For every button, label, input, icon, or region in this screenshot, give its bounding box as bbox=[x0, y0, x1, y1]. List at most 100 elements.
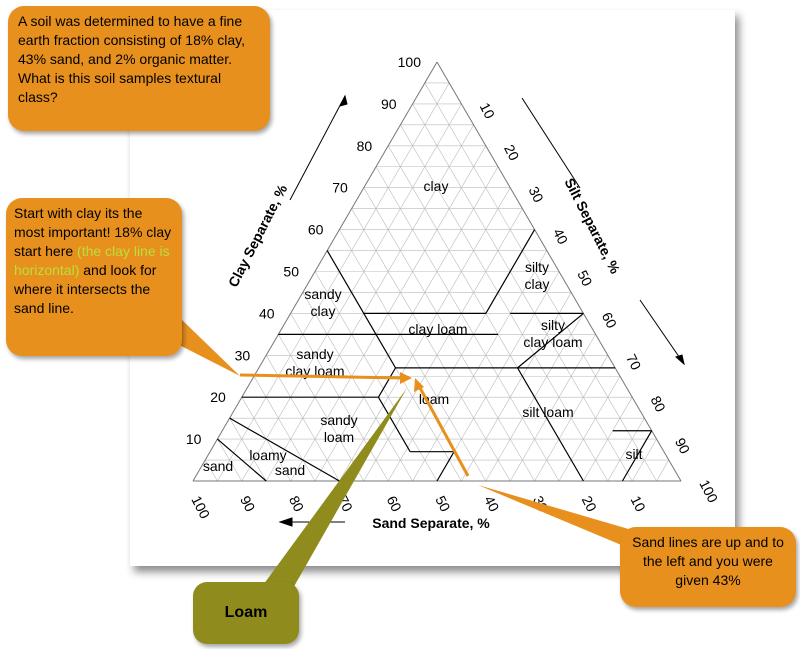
sand-tick-label: 60 bbox=[384, 493, 405, 514]
silt-tick-label: 80 bbox=[648, 393, 669, 414]
sand-arrow-head bbox=[278, 517, 293, 527]
silt-tick-label: 10 bbox=[477, 100, 498, 121]
silt-axis-title: Silt Separate, % bbox=[561, 175, 623, 276]
class-boundary bbox=[363, 313, 397, 369]
class-loamy-sand-line2: sand bbox=[275, 462, 305, 478]
sand-43-arrowhead bbox=[414, 378, 424, 392]
class-loamy-sand-line1: loamy bbox=[249, 447, 286, 463]
grid-line-silt bbox=[509, 334, 596, 482]
grid-line-sand bbox=[278, 334, 365, 482]
axis-arrows bbox=[278, 94, 685, 527]
sand-axis-title: Sand Separate, % bbox=[372, 515, 490, 531]
grid-line-silt bbox=[314, 166, 499, 482]
triangle-edge-left bbox=[192, 61, 438, 482]
clay-tick-label: 60 bbox=[308, 222, 324, 238]
grid-line-sand bbox=[424, 82, 657, 482]
sand-tick-label: 20 bbox=[579, 493, 600, 514]
clay-tick-label: 30 bbox=[235, 347, 251, 363]
sand-bubble-pointer bbox=[478, 485, 638, 552]
silt-tick-label: 70 bbox=[623, 351, 644, 372]
silt-tick-label: 50 bbox=[574, 268, 595, 289]
class-loam: loam bbox=[419, 391, 449, 407]
class-silt: silt bbox=[625, 446, 642, 462]
silt-tick-label: 60 bbox=[599, 309, 620, 330]
sand-43-arrow bbox=[417, 385, 470, 477]
clay-tick-label: 100 bbox=[398, 54, 422, 70]
start-note-text-2: and look for where it intersects the san… bbox=[14, 262, 157, 316]
axis-ticks: 1020304050607080901001020304050607080901… bbox=[186, 54, 721, 521]
clay-axis-title: Clay Separate, % bbox=[225, 181, 291, 289]
class-boundary bbox=[621, 430, 653, 482]
clay-tick-label: 50 bbox=[283, 264, 299, 280]
class-silty-clay-line1: silty bbox=[525, 259, 549, 275]
clay-tick-label: 20 bbox=[210, 389, 226, 405]
sand-tick-label: 100 bbox=[188, 493, 213, 521]
silt-tick-label: 100 bbox=[696, 477, 721, 505]
class-sand: sand bbox=[203, 458, 233, 474]
start-note-text-1: Start with clay its the most important! … bbox=[14, 205, 172, 259]
grid-line-silt bbox=[265, 124, 474, 482]
clay-tick-label: 10 bbox=[186, 431, 202, 447]
silt-arrow-head bbox=[675, 354, 685, 366]
grid-line-sand bbox=[351, 208, 511, 482]
sand-tick-label: 50 bbox=[432, 493, 453, 514]
class-boundary bbox=[229, 417, 340, 482]
class-boundary bbox=[485, 229, 536, 314]
class-boundary bbox=[377, 367, 397, 398]
silt-tick-label: 30 bbox=[526, 184, 547, 205]
grid-line-silt bbox=[412, 250, 548, 482]
class-silty-clay-line2: clay bbox=[525, 276, 550, 292]
grid-line-silt bbox=[583, 397, 633, 482]
grid-line-silt bbox=[217, 82, 450, 482]
clay-tick-label: 80 bbox=[357, 138, 373, 154]
clay-start-note: Start with clay its the most important! … bbox=[6, 198, 182, 356]
sand-note-text: Sand lines are up and to the left and yo… bbox=[632, 534, 784, 588]
grid-line-sand bbox=[400, 124, 609, 482]
grid-line-sand bbox=[253, 376, 316, 482]
class-sandy-clay-line2: clay bbox=[311, 303, 336, 319]
class-boundary bbox=[517, 367, 584, 482]
silt-tick-label: 40 bbox=[550, 226, 571, 247]
annotation-arrows bbox=[150, 318, 638, 592]
clay-18-arrow bbox=[239, 373, 405, 380]
triangle-edge-right bbox=[436, 61, 682, 482]
class-sandy-loam-line1: sandy bbox=[320, 412, 357, 428]
question-bubble: A soil was determined to have a fine ear… bbox=[8, 6, 270, 131]
clay-tick-label: 70 bbox=[332, 180, 348, 196]
class-sandy-clay-loam-line1: sandy bbox=[296, 346, 333, 362]
answer-label: Loam bbox=[193, 582, 299, 644]
answer-pointer bbox=[258, 388, 407, 592]
class-silty-clay-loam-line2: clay loam bbox=[523, 334, 582, 350]
question-text: A soil was determined to have a fine ear… bbox=[18, 13, 245, 105]
class-silt-loam: silt loam bbox=[522, 404, 573, 420]
sand-tick-label: 90 bbox=[237, 493, 258, 514]
sand-tick-label: 80 bbox=[286, 493, 307, 514]
class-boundary bbox=[377, 396, 411, 452]
grid-line-silt bbox=[558, 376, 621, 482]
start-note-highlight: (the clay line is horizontal) bbox=[14, 243, 170, 278]
grid-line-sand bbox=[229, 417, 267, 482]
class-clay: clay bbox=[424, 178, 449, 194]
grid-line-silt bbox=[461, 292, 572, 482]
silt-tick-label: 20 bbox=[501, 142, 522, 163]
grid-line-silt bbox=[436, 271, 560, 482]
clay-tick-label: 40 bbox=[259, 305, 275, 321]
grid-line-silt bbox=[607, 417, 645, 482]
clay-18-arrowhead bbox=[400, 372, 412, 384]
sand-tick-label: 40 bbox=[481, 493, 502, 514]
class-sandy-clay-line1: sandy bbox=[304, 286, 341, 302]
class-sandy-loam-line2: loam bbox=[324, 429, 354, 445]
grid-line-silt bbox=[363, 208, 523, 482]
grid-line-sand bbox=[217, 438, 243, 482]
class-clay-loam: clay loam bbox=[408, 321, 467, 337]
grid-line-silt bbox=[534, 355, 609, 482]
sand-tick-label: 10 bbox=[628, 493, 649, 514]
silt-tick-label: 90 bbox=[672, 435, 693, 456]
sand-lines-note: Sand lines are up and to the left and yo… bbox=[620, 527, 796, 607]
grid-line-silt bbox=[631, 438, 657, 482]
class-silty-clay-loam-line1: silty bbox=[541, 317, 565, 333]
grid-line-sand bbox=[204, 459, 218, 482]
class-boundaries bbox=[217, 229, 653, 482]
grid-line-sand bbox=[302, 292, 413, 482]
